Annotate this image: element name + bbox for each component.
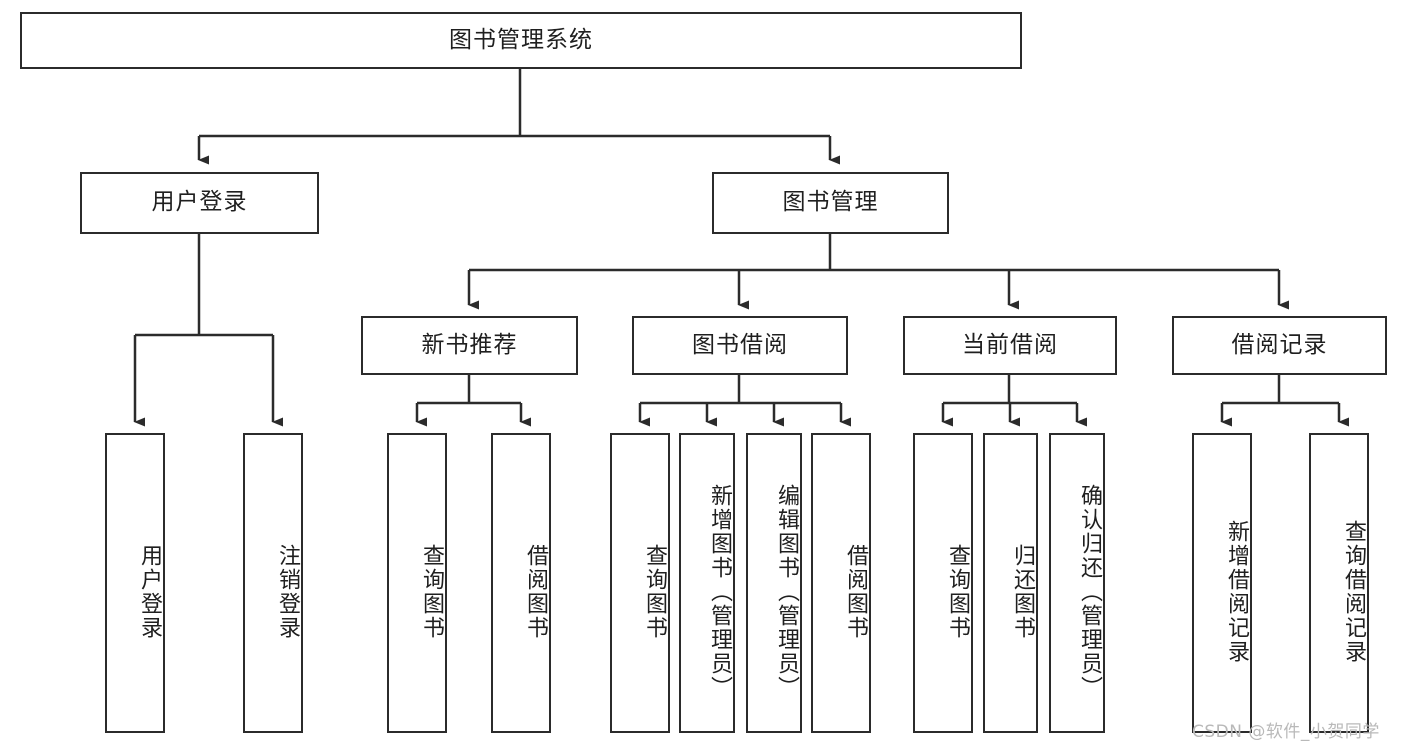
node-label: 归还图书	[1010, 544, 1035, 640]
node-book-borrow[interactable]: 图书借阅	[632, 316, 848, 375]
leaf-current-borrow-return[interactable]: 归还图书	[983, 433, 1038, 733]
leaf-current-borrow-query[interactable]: 查询图书	[913, 433, 973, 733]
node-label: 用户登录	[151, 189, 248, 216]
node-label: 新书推荐	[421, 331, 518, 358]
node-label: 借阅图书	[523, 544, 548, 640]
node-label: 借阅图书	[843, 544, 868, 640]
leaf-new-book-query[interactable]: 查询图书	[387, 433, 447, 733]
node-label: 图书借阅	[692, 331, 788, 358]
node-new-book-recommend[interactable]: 新书推荐	[361, 316, 578, 375]
node-label: 借阅记录	[1231, 331, 1328, 358]
node-label: 编辑图书（管理员）	[774, 484, 799, 700]
node-label: 图书管理系统	[449, 26, 593, 53]
node-label: 查询图书	[945, 544, 970, 640]
leaf-book-borrow-add-admin[interactable]: 新增图书（管理员）	[679, 433, 735, 733]
leaf-borrow-record-add[interactable]: 新增借阅记录	[1192, 433, 1252, 733]
watermark-csdn: CSDN @软件_小贺同学	[1192, 722, 1380, 742]
leaf-new-book-borrow[interactable]: 借阅图书	[491, 433, 551, 733]
leaf-current-borrow-confirm-admin[interactable]: 确认归还（管理员）	[1049, 433, 1105, 733]
node-label: 新增图书（管理员）	[707, 484, 732, 700]
node-label: 确认归还（管理员）	[1077, 484, 1102, 700]
node-borrow-record[interactable]: 借阅记录	[1172, 316, 1387, 375]
node-label: 查询图书	[642, 544, 667, 640]
node-label: 图书管理	[782, 189, 879, 216]
leaf-user-login-login[interactable]: 用户登录	[105, 433, 165, 733]
leaf-borrow-record-query[interactable]: 查询借阅记录	[1309, 433, 1369, 733]
node-root-book-management-system[interactable]: 图书管理系统	[20, 12, 1022, 69]
node-label: 注销登录	[275, 544, 300, 640]
node-user-login[interactable]: 用户登录	[80, 172, 319, 234]
leaf-book-borrow-edit-admin[interactable]: 编辑图书（管理员）	[746, 433, 802, 733]
leaf-book-borrow-query[interactable]: 查询图书	[610, 433, 670, 733]
node-label: 查询借阅记录	[1341, 520, 1366, 664]
leaf-book-borrow-borrow[interactable]: 借阅图书	[811, 433, 871, 733]
leaf-user-login-logout[interactable]: 注销登录	[243, 433, 303, 733]
node-label: 新增借阅记录	[1224, 520, 1249, 664]
node-label: 查询图书	[419, 544, 444, 640]
node-label: 当前借阅	[962, 331, 1058, 358]
node-label: 用户登录	[137, 544, 162, 640]
node-book-management[interactable]: 图书管理	[712, 172, 949, 234]
node-current-borrow[interactable]: 当前借阅	[903, 316, 1117, 375]
